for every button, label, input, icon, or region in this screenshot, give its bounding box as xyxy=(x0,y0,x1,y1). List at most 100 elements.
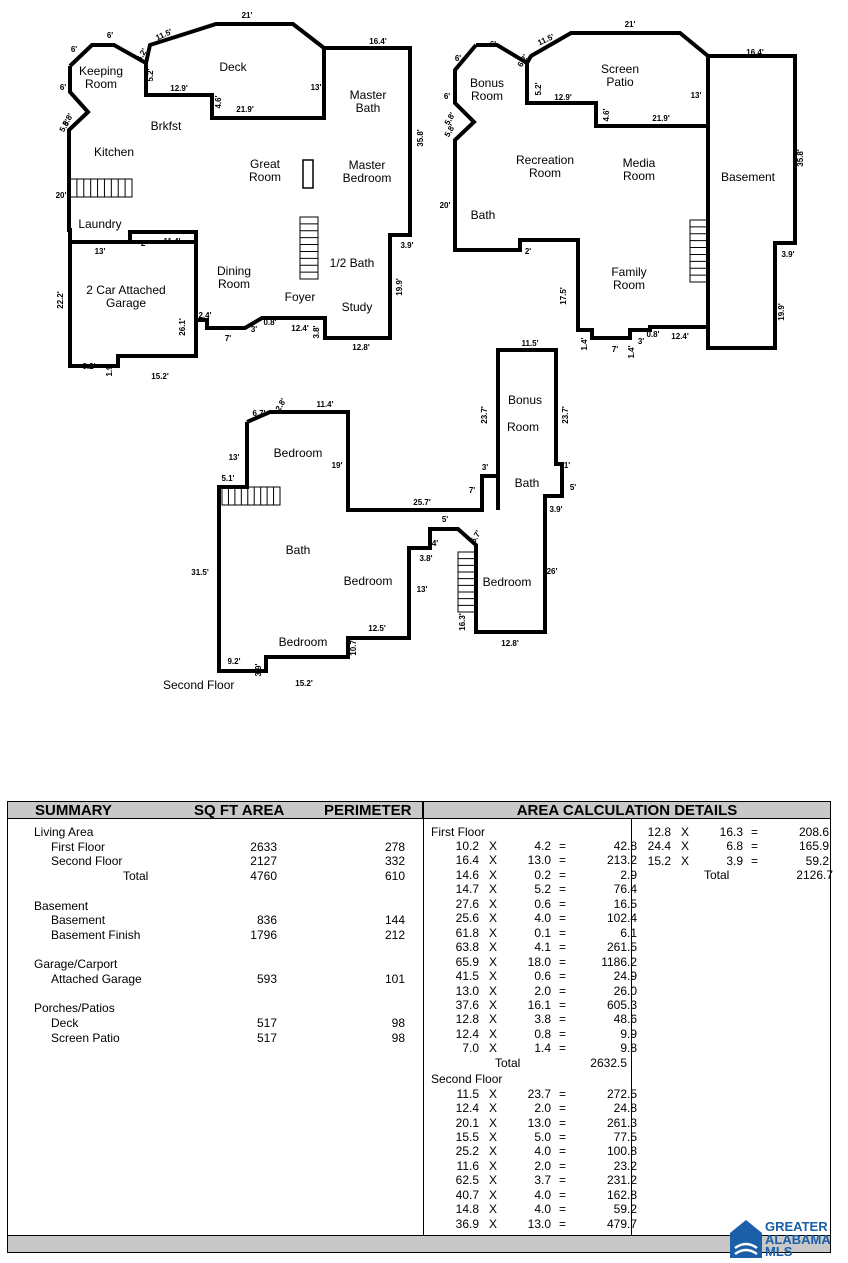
calc-times: X xyxy=(489,954,498,969)
summary-row-area: 517 xyxy=(256,1030,277,1045)
room-label: Bonus xyxy=(508,393,542,407)
calc-times: X xyxy=(681,825,690,839)
dimension-label: 11.5' xyxy=(521,339,538,348)
calc-factor-a: 25.6 xyxy=(455,911,479,926)
room-label: Bedroom xyxy=(279,635,328,649)
room-label: Room xyxy=(85,77,117,91)
calc-result: 24.8 xyxy=(613,1101,637,1116)
summary-row-perimeter: 332 xyxy=(384,854,405,869)
calc-factor-a: 11.6 xyxy=(456,1158,479,1173)
calc-equals: = xyxy=(559,1144,567,1159)
calc-factor-b: 2.0 xyxy=(534,1158,551,1173)
calc-factor-a: 14.6 xyxy=(455,867,479,882)
room-label: Bonus xyxy=(470,76,504,90)
room-label: Bath xyxy=(515,476,540,490)
room-label: Bath xyxy=(286,543,311,557)
summary-row-label: Living Area xyxy=(34,825,94,839)
calc-factor-a: 15.5 xyxy=(455,1130,479,1144)
calc-times: X xyxy=(489,853,498,868)
calc-factor-a: 27.6 xyxy=(455,896,479,911)
calc-result: 272.5 xyxy=(606,1086,637,1101)
calc-result: 1186.2 xyxy=(601,954,637,969)
calc-factor-b: 23.7 xyxy=(527,1086,551,1101)
calc-result: 605.3 xyxy=(606,997,637,1012)
room-label: 2 Car Attached xyxy=(86,283,165,297)
dimension-label: 23.7' xyxy=(480,406,489,424)
dimension-label: 6.7' xyxy=(252,409,265,418)
dimension-label: 2' xyxy=(141,239,147,248)
calc-result: 16.5 xyxy=(613,896,637,911)
calc-result: 77.5 xyxy=(613,1130,637,1144)
calc-equals: = xyxy=(559,1202,567,1217)
calc-factor-b: 0.6 xyxy=(534,969,551,984)
dimension-label: 23.7' xyxy=(561,406,570,424)
dimension-label: 5.2' xyxy=(146,68,155,81)
room-label: Study xyxy=(342,300,373,314)
calc-factor-b: 2.0 xyxy=(534,1101,551,1116)
room-label: Bedroom xyxy=(343,171,392,185)
calc-factor-a: 40.7 xyxy=(455,1187,479,1202)
floor-plan-sketch: KeepingRoomDeckMasterBathBrkfstKitchenGr… xyxy=(56,11,805,688)
calc-times: X xyxy=(489,882,498,897)
calc-times: X xyxy=(489,940,498,955)
dimension-label: 12.8' xyxy=(352,343,370,352)
calc-section-title: First Floor xyxy=(431,825,485,839)
room-label: Dining xyxy=(217,264,251,278)
dimension-label: 35.8' xyxy=(416,129,425,147)
dimension-label: 12.5' xyxy=(368,624,386,633)
dimension-label: 2' xyxy=(525,247,531,256)
calc-equals: = xyxy=(559,997,567,1012)
dimension-label: 26.1' xyxy=(178,318,187,336)
dimension-label: 3.9' xyxy=(254,663,263,676)
calc-times: X xyxy=(681,853,690,868)
room-label: Room xyxy=(218,277,250,291)
calc-result: 42.8 xyxy=(613,839,637,853)
calc-factor-a: 65.9 xyxy=(455,954,479,969)
summary-row-label: Basement Finish xyxy=(51,927,141,942)
calc-factor-a: 11.5 xyxy=(456,1086,479,1101)
calc-equals: = xyxy=(559,1173,567,1188)
dimension-label: 1' xyxy=(564,461,570,470)
room-label: Keeping xyxy=(79,64,123,78)
dimension-label: 4.6' xyxy=(602,108,611,121)
calc-equals: = xyxy=(559,911,567,926)
sqft-header: SQ FT AREA xyxy=(194,802,285,819)
dimension-label: 6' xyxy=(60,83,66,92)
calc-result: 231.2 xyxy=(606,1173,637,1188)
calc-factor-a: 14.8 xyxy=(455,1202,479,1217)
calc-result: 162.8 xyxy=(606,1187,637,1202)
room-label: Brkfst xyxy=(151,119,182,133)
dimension-label: 3.8' xyxy=(419,554,432,563)
dimension-label: 6' xyxy=(444,92,450,101)
calc-factor-b: 18.0 xyxy=(527,954,551,969)
dimension-label: 13' xyxy=(229,453,240,462)
summary-row-label: Second Floor xyxy=(51,854,123,869)
calc-times: X xyxy=(489,911,498,926)
dimension-label: 21' xyxy=(625,20,636,29)
calc-factor-b: 5.2 xyxy=(534,882,551,897)
calc-factor-a: 61.8 xyxy=(455,925,479,940)
dimension-label: 6' xyxy=(490,40,496,49)
dimension-label: 16.4' xyxy=(369,37,387,46)
dimension-label: 11.4' xyxy=(163,237,180,246)
dimension-label: 22.2' xyxy=(56,291,65,309)
dimension-label: 5.1' xyxy=(221,474,234,483)
calc-times: X xyxy=(489,1216,498,1231)
dimension-label: 7' xyxy=(225,334,231,343)
calc-equals: = xyxy=(559,1187,567,1202)
calc-factor-b: 4.0 xyxy=(534,1187,551,1202)
calc-times: X xyxy=(489,1041,498,1056)
calc-result: 26.0 xyxy=(613,983,637,998)
calc-factor-a: 15.2 xyxy=(647,853,671,868)
house-logo-icon xyxy=(730,1220,762,1258)
dimension-label: 3' xyxy=(482,463,488,472)
summary-row-area: 2127 xyxy=(250,854,277,869)
calc-factor-b: 4.0 xyxy=(534,911,551,926)
calc-equals: = xyxy=(559,839,567,853)
room-label: Room xyxy=(613,278,645,292)
summary-row-label: Basement xyxy=(34,898,89,913)
dimension-label: 9.2' xyxy=(82,362,95,371)
calc-equals: = xyxy=(559,1158,567,1173)
dimension-label: 19.9' xyxy=(395,278,404,296)
dimension-label: 1.4' xyxy=(580,337,589,350)
